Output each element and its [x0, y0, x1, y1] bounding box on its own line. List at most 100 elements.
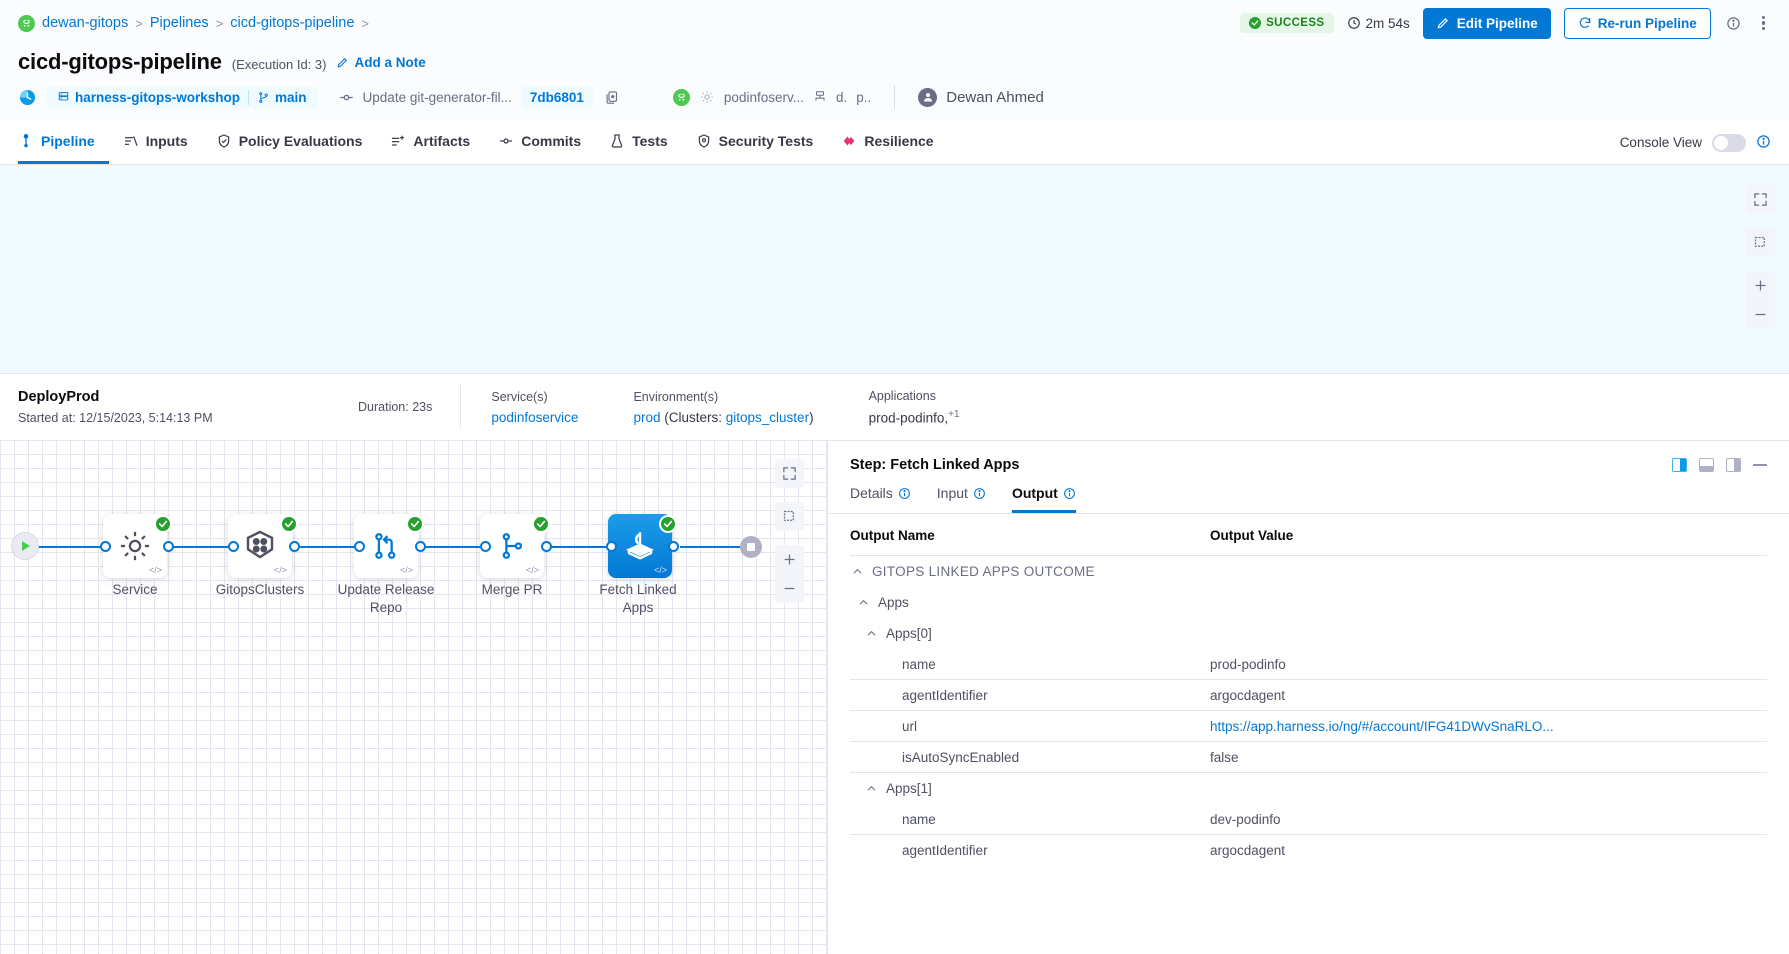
chevron-up-icon[interactable]	[866, 783, 877, 794]
tab-pipeline-label: Pipeline	[41, 133, 95, 149]
step-select-area-button[interactable]	[775, 502, 804, 531]
commit-hash-link[interactable]: 7db6801	[520, 85, 593, 109]
step-tab-output[interactable]: Output	[1011, 485, 1076, 513]
stage-services: Service(s) podinfoservice	[491, 390, 578, 425]
output-value-link[interactable]: https://app.harness.io/ng/#/account/IFG4…	[1210, 718, 1554, 734]
branch-link[interactable]: main	[257, 90, 307, 105]
add-note-button[interactable]: Add a Note	[336, 55, 426, 70]
output-value-cell: prod-podinfo	[1210, 656, 1286, 672]
tab-policy-evaluations[interactable]: Policy Evaluations	[202, 121, 377, 164]
tab-inputs[interactable]: Inputs	[109, 121, 202, 164]
stage-applications: Applications prod-podinfo,+1	[869, 389, 960, 426]
connector	[680, 546, 760, 548]
applications-label: Applications	[868, 388, 936, 403]
step-zoom-out-button[interactable]	[775, 574, 804, 603]
step-tab-details-label: Details	[850, 485, 893, 501]
console-view-control: Console View	[1620, 121, 1771, 164]
layout-side-icon[interactable]	[1726, 458, 1741, 472]
started-at-label: Started at:	[18, 411, 76, 425]
pipeline-icon	[23, 134, 29, 148]
step-graph-end-node[interactable]	[740, 536, 762, 558]
lower-split: </> Service </> GitopsClusters	[0, 441, 1789, 954]
rerun-pipeline-button[interactable]: Re-run Pipeline	[1563, 7, 1711, 39]
console-view-info-icon[interactable]	[1756, 134, 1771, 152]
stage-duration: Duration: 23s	[358, 400, 432, 414]
output-table-header: Output Name Output Value	[850, 514, 1767, 556]
zoom-controls	[1746, 271, 1775, 329]
repo-branch-chip: harness-gitops-workshop main	[47, 85, 317, 109]
output-name-cell: Apps[0]	[886, 626, 932, 641]
step-graph: </> Service </> GitopsClusters	[0, 441, 828, 954]
pencil-icon	[1437, 18, 1448, 29]
tab-pipeline[interactable]: Pipeline	[18, 121, 109, 164]
table-row[interactable]: Apps	[850, 587, 1767, 618]
meta-divider	[894, 85, 896, 109]
tab-artifacts[interactable]: Artifacts	[376, 121, 484, 164]
user-name-label: Dewan Ahmed	[946, 88, 1044, 106]
output-name-cell: url	[902, 718, 918, 734]
stage-graph: </> ci-stage </> DeployDev	[0, 165, 1789, 373]
step-status-success-icon	[532, 515, 550, 533]
table-row[interactable]: Apps[0]	[850, 618, 1767, 649]
rerun-info-icon[interactable]	[1724, 14, 1743, 33]
chevron-up-icon[interactable]	[852, 566, 863, 577]
applications-more[interactable]: +1	[948, 408, 960, 420]
tab-commits[interactable]: Commits	[484, 121, 595, 164]
fit-to-screen-button[interactable]	[1746, 185, 1775, 214]
more-options-button[interactable]	[1756, 12, 1771, 35]
harness-logo-icon	[18, 14, 35, 32]
chevron-up-icon[interactable]	[858, 597, 869, 608]
breadcrumb-item-project[interactable]: dewan-gitops	[42, 15, 129, 31]
chevron-up-icon[interactable]	[866, 628, 877, 639]
step-tab-input[interactable]: Input	[937, 485, 986, 513]
tab-security-tests[interactable]: Security Tests	[682, 121, 828, 164]
layout-bottom-icon[interactable]	[1699, 458, 1714, 472]
column-output-value: Output Value	[1210, 528, 1294, 543]
breadcrumb-item-pipelines[interactable]: Pipelines	[149, 15, 209, 31]
top-bar: dewan-gitops > Pipelines > cicd-gitops-p…	[0, 0, 1789, 46]
breadcrumb: dewan-gitops > Pipelines > cicd-gitops-p…	[18, 14, 369, 32]
step-panel-header: Step: Fetch Linked Apps	[828, 441, 1789, 473]
layout-right-icon[interactable]	[1672, 458, 1687, 472]
clusters-prefix: (Clusters:	[664, 409, 722, 425]
edit-pipeline-button[interactable]: Edit Pipeline	[1422, 7, 1551, 39]
tab-tests[interactable]: Tests	[595, 121, 682, 164]
table-row[interactable]: Apps[1]	[850, 773, 1767, 804]
collapse-panel-icon[interactable]	[1753, 464, 1767, 466]
branch-name-label: main	[275, 89, 307, 105]
zoom-out-button[interactable]	[1746, 300, 1775, 329]
repo-link[interactable]: harness-gitops-workshop	[57, 90, 240, 105]
connector-dot	[163, 541, 174, 552]
step-tab-details[interactable]: Details	[850, 485, 911, 513]
tab-resilience-label: Resilience	[864, 133, 934, 149]
console-view-toggle[interactable]	[1712, 133, 1746, 152]
table-row[interactable]: GITOPS LINKED APPS OUTCOME	[850, 556, 1767, 587]
zoom-in-button[interactable]	[1746, 271, 1775, 300]
output-value-cell: false	[1210, 749, 1239, 765]
step-status-success-icon	[659, 515, 677, 533]
clusters-suffix: )	[809, 409, 814, 425]
connector-dot	[606, 541, 617, 552]
select-area-button[interactable]	[1746, 228, 1775, 257]
environment-link[interactable]: prod	[633, 409, 661, 425]
step-zoom-in-button[interactable]	[775, 545, 804, 574]
connector	[32, 546, 122, 548]
step-status-success-icon	[280, 515, 298, 533]
step-graph-start-node[interactable]	[11, 532, 39, 560]
cluster-link[interactable]: gitops_cluster	[725, 409, 810, 425]
step-tab-output-label: Output	[1011, 485, 1058, 501]
execution-id-label: (Execution Id: 3)	[231, 57, 327, 72]
copy-icon[interactable]	[602, 88, 621, 107]
tab-tests-label: Tests	[632, 133, 668, 149]
commit-icon	[500, 138, 513, 144]
duration-label: Duration:	[358, 400, 409, 414]
tab-resilience[interactable]: Resilience	[827, 121, 947, 164]
breadcrumb-item-pipeline[interactable]: cicd-gitops-pipeline	[230, 15, 355, 31]
service-link[interactable]: podinfoservice	[491, 409, 579, 425]
shield-check-icon	[218, 134, 229, 148]
step-fit-to-screen-button[interactable]	[775, 459, 804, 488]
pencil-icon	[337, 57, 348, 68]
